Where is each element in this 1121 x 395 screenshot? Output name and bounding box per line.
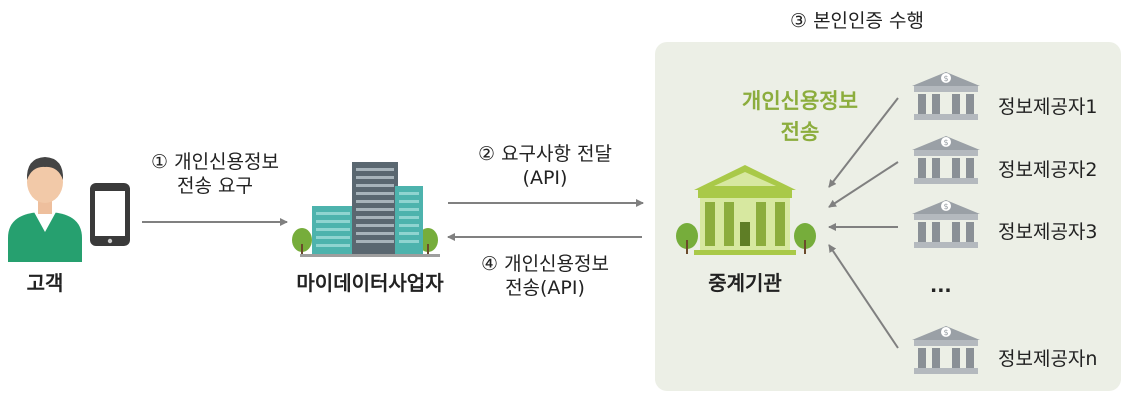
provider-bank-icon-3: [912, 200, 980, 248]
central-building-icon: [676, 165, 816, 255]
provider-label-2: 정보제공자2: [998, 159, 1098, 181]
customer-icon: [8, 157, 82, 262]
step2-line2: (API): [522, 167, 568, 189]
provider-label-n: 정보제공자n: [998, 348, 1098, 370]
mydata-operator-label: 마이데이터사업자: [296, 271, 444, 295]
ellipsis: ...: [930, 275, 952, 297]
customer-label: 고객: [26, 271, 64, 295]
relay-transfer-note: 개인신용정보 전송: [715, 86, 885, 148]
provider-bank-icon-n: [912, 326, 980, 374]
step1-line2: 전송 요구: [177, 175, 253, 197]
step1-line1: ① 개인신용정보: [151, 151, 279, 173]
relay-agency-label: 중계기관: [708, 271, 782, 295]
step2-line1: ② 요구사항 전달: [478, 143, 612, 165]
provider-label-1: 정보제공자1: [998, 96, 1098, 118]
relay-note-line1: 개인신용정보: [742, 89, 858, 113]
step4-line2: 전송(API): [505, 277, 585, 299]
step1-label: ① 개인신용정보 전송 요구: [130, 150, 300, 198]
provider-label-3: 정보제공자3: [998, 221, 1098, 243]
office-building-icon: [292, 162, 440, 257]
step2-label: ② 요구사항 전달 (API): [455, 142, 635, 190]
provider-bank-icon-2: [912, 136, 980, 184]
arrow-provider-n: [828, 244, 899, 349]
step4-label: ④ 개인신용정보 전송(API): [455, 252, 635, 300]
step4-line1: ④ 개인신용정보: [481, 253, 609, 275]
relay-note-line2: 전송: [780, 120, 820, 144]
arrow-provider-2: [828, 161, 899, 208]
arrow-provider-1: [828, 97, 899, 188]
phone-icon: [90, 183, 130, 246]
provider-bank-icon-1: [912, 72, 980, 120]
step3-label: ③ 본인인증 수행: [790, 10, 924, 32]
